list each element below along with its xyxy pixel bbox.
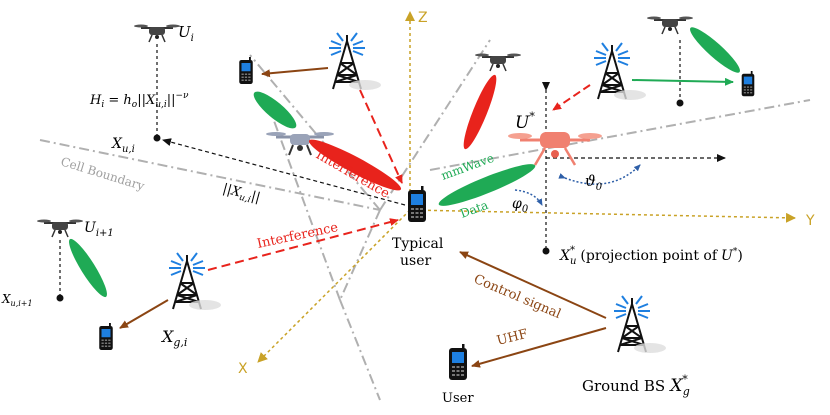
tower-left-icon (168, 252, 222, 311)
tower-top-link (261, 67, 329, 78)
control-signal-arrow (459, 251, 607, 319)
phi-angle-arc (514, 189, 543, 206)
typical-user-phone-icon (408, 186, 426, 222)
coordinate-axes (257, 11, 796, 363)
phi-label: φ0 (512, 196, 529, 215)
u-i1-label: Ui+1 (84, 220, 114, 239)
interference-arrow-right (552, 84, 591, 111)
uhf-arrow (471, 327, 607, 368)
theta-angle-arc (558, 164, 641, 185)
green-beam-left (69, 238, 107, 298)
phone-top-left-icon (239, 57, 253, 84)
drone-top-right-icon (646, 15, 694, 35)
green-link-top-right (631, 77, 734, 86)
phone-left-icon (99, 323, 113, 350)
control-signal-label: Control signal (471, 272, 563, 322)
norm-x-u-i-label: ||Xu,i|| (220, 181, 261, 207)
x-u-i-point (153, 134, 161, 142)
uhf-label: UHF (495, 327, 529, 349)
x-g-i-label: Xg,i (160, 327, 187, 349)
interference-beam (308, 139, 402, 191)
u-star-label: U* (515, 110, 535, 133)
h-i-formula: Hi = ho||Xu,i||−ν (89, 91, 189, 110)
typical-user-label-1: Typical (392, 236, 444, 252)
tower-top-right-icon (593, 42, 647, 101)
drone-u-i1-icon (36, 218, 84, 238)
x-u-i-label: Xu,i (111, 136, 135, 155)
green-beam-top (253, 91, 297, 129)
typical-user-label-2: user (400, 253, 431, 269)
theta-label: ϑ0 (585, 172, 603, 193)
bottom-user-label: User (442, 391, 474, 406)
tower-left-link (119, 299, 169, 329)
z-axis-label: Z (418, 10, 428, 26)
x-u-star-point (542, 247, 550, 255)
cell-boundary-lines (39, 39, 811, 401)
drone-u-i-icon (133, 23, 181, 43)
x-axis-label: X (238, 361, 248, 377)
cell-boundary-label: Cell Boundary (59, 154, 146, 193)
red-beam-top (463, 74, 497, 150)
serving-drone-u-star-icon (508, 132, 602, 166)
drone-top-right-point (676, 99, 684, 107)
y-axis-label: Y (805, 213, 815, 229)
phone-top-right-icon (741, 71, 755, 97)
tower-top-icon (328, 32, 382, 91)
drone-top-mid-icon (474, 52, 522, 72)
ground-bs-icon (613, 295, 667, 354)
green-beam-top-right (690, 27, 740, 73)
mmwave-data-beam (438, 164, 536, 206)
x-u-i1-point (56, 294, 64, 302)
interference-arrow-tower (359, 89, 403, 184)
x-u-i1-label: Xu,i+1 (1, 292, 33, 308)
u-i-label: Ui (178, 23, 194, 44)
bottom-user-phone-icon (449, 344, 467, 380)
interference-arrow-left (207, 218, 399, 271)
